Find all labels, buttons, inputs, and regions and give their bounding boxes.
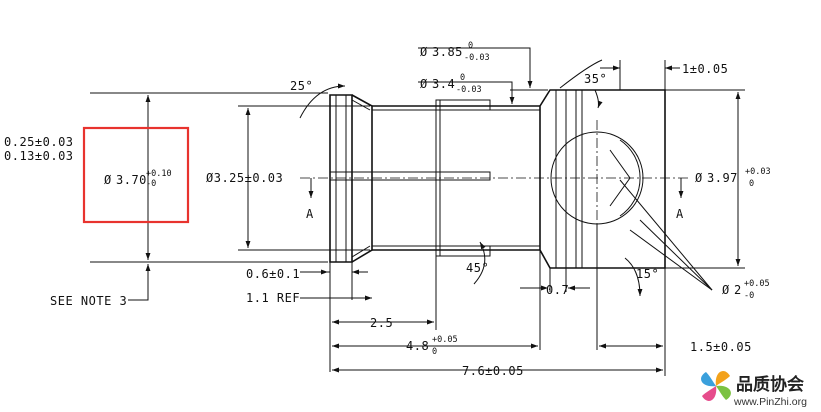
angle-25-label: 25° [290,79,313,93]
len-25-label: 2.5 [370,316,393,330]
tol-lower-label: 0.13±0.03 [4,149,74,163]
section-markers [308,178,684,198]
dia-34-symbol: Ø [420,77,428,91]
dia-385-symbol: Ø [420,45,428,59]
len-07-label: 0.7 [546,283,569,297]
dia-370-upper: +0.10 [146,169,172,179]
dia-385-value: 3.85 [432,45,463,59]
dia-397-value: 3.97 [707,171,738,185]
dia-370-symbol: Ø [104,173,112,187]
len-06-label: 0.6±0.1 [246,267,300,281]
part-outline [329,89,666,269]
len-48-lower: 0 [432,347,437,357]
pinwheel-icon [701,371,731,401]
watermark-name: 品质协会 [736,374,804,395]
len-76-label: 7.6±0.05 [462,364,524,378]
len-1-label: 1±0.05 [682,62,728,76]
dia-385-lower: -0.03 [464,53,490,63]
len-11-label: 1.1 REF [246,291,300,305]
len-48-upper: +0.05 [432,335,458,345]
dia-325-label: Ø3.25±0.03 [206,171,283,185]
watermark-url: www.PinZhi.org [733,396,807,408]
len-15-label: 1.5±0.05 [690,340,752,354]
angle-15-label: 15° [636,267,659,281]
dia-370-lower: -0 [146,179,156,189]
len-48-value: 4.8 [406,339,429,353]
dia-370-value: 3.70 [116,173,147,187]
dia-2-upper: +0.05 [744,279,770,289]
dia-2-value: 2 [734,283,742,297]
dia-34-upper: 0 [460,73,465,83]
dia-397-symbol: Ø [695,171,703,185]
see-note-label: SEE NOTE 3 [50,294,127,308]
dia-2-lower: -0 [744,291,754,301]
dimension-lines [128,47,741,373]
angle-45-label: 45° [466,261,489,275]
extension-lines [90,60,745,376]
angle-35-label: 35° [584,72,607,86]
section-a-right: A [676,207,684,221]
dia-397-upper: +0.03 [745,167,771,177]
dia-2-symbol: Ø [722,283,730,297]
section-a-left: A [306,207,314,221]
dia-34-value: 3.4 [432,77,455,91]
highlight-box [82,126,190,224]
center-lines [300,120,690,240]
tol-upper-label: 0.25±0.03 [4,135,74,149]
watermark-logo: 品质协会 www.PinZhi.org [701,371,807,408]
dia-385-upper: 0 [468,41,473,51]
dia-34-lower: -0.03 [456,85,482,95]
dia-397-lower: 0 [749,179,754,189]
dimension-labels: 0.25±0.03 0.13±0.03 Ø 3.70 +0.10 -0 Ø3.2… [4,41,771,378]
